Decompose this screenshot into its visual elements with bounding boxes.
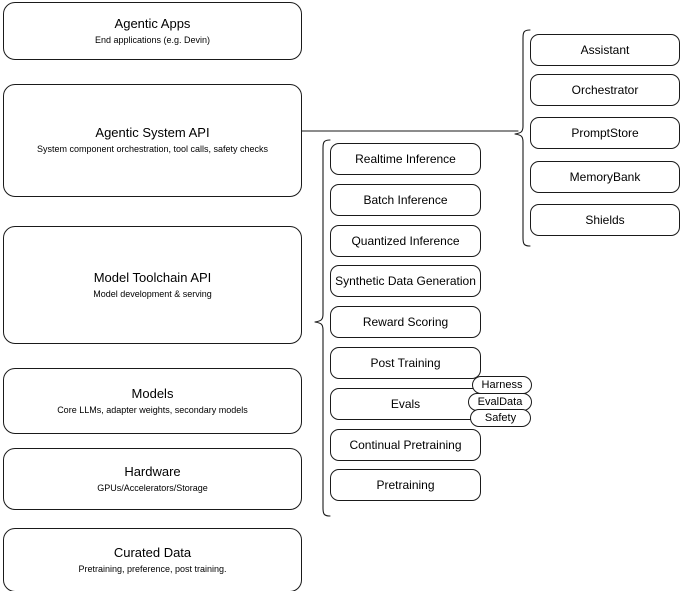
toolchain-component-label: Reward Scoring <box>362 315 449 329</box>
toolchain-component-synthetic-data-generation[interactable]: Synthetic Data Generation <box>330 265 481 297</box>
system-component-orchestrator[interactable]: Orchestrator <box>530 74 680 106</box>
toolchain-component-realtime-inference[interactable]: Realtime Inference <box>330 143 481 175</box>
layer-title: Agentic Apps <box>114 15 191 31</box>
toolchain-component-label: Batch Inference <box>363 193 448 207</box>
layer-box-hardware[interactable]: Hardware GPUs/Accelerators/Storage <box>3 448 302 510</box>
layer-subtitle: Pretraining, preference, post training. <box>78 563 227 574</box>
eval-subcomponent-label: Safety <box>484 411 517 424</box>
toolchain-component-label: Post Training <box>370 356 441 370</box>
toolchain-component-quantized-inference[interactable]: Quantized Inference <box>330 225 481 257</box>
toolchain-component-evals[interactable]: Evals <box>330 388 481 420</box>
system-component-label: PromptStore <box>571 126 639 140</box>
system-component-label: MemoryBank <box>569 170 641 184</box>
layer-title: Model Toolchain API <box>93 269 212 285</box>
layer-box-models[interactable]: Models Core LLMs, adapter weights, secon… <box>3 368 302 434</box>
system-component-label: Assistant <box>580 43 630 57</box>
toolchain-component-pretraining[interactable]: Pretraining <box>330 469 481 501</box>
connector-agentic-system-api-to-components <box>301 125 524 139</box>
toolchain-component-label: Realtime Inference <box>355 152 456 166</box>
layer-title: Agentic System API <box>95 125 210 140</box>
layer-subtitle: Model development & serving <box>93 288 212 299</box>
system-component-label: Shields <box>585 213 625 227</box>
layer-subtitle: GPUs/Accelerators/Storage <box>97 482 208 493</box>
system-component-shields[interactable]: Shields <box>530 204 680 236</box>
system-component-memorybank[interactable]: MemoryBank <box>530 161 680 193</box>
layer-box-model-toolchain-api[interactable]: Model Toolchain API Model development & … <box>3 226 302 344</box>
toolchain-component-post-training[interactable]: Post Training <box>330 347 481 379</box>
system-component-assistant[interactable]: Assistant <box>530 34 680 66</box>
toolchain-component-reward-scoring[interactable]: Reward Scoring <box>330 306 481 338</box>
layer-box-agentic-apps[interactable]: Agentic Apps End applications (e.g. Devi… <box>3 2 302 60</box>
brace-system-components <box>512 28 532 248</box>
layer-subtitle: System component orchestration, tool cal… <box>36 144 269 154</box>
brace-toolchain-components <box>312 138 332 518</box>
eval-subcomponent-harness[interactable]: Harness <box>472 376 532 394</box>
eval-subcomponent-label: Harness <box>481 378 523 391</box>
layer-box-agentic-system-api[interactable]: Agentic System API System component orch… <box>3 84 302 197</box>
toolchain-component-label: Quantized Inference <box>351 234 460 248</box>
toolchain-component-label: Synthetic Data Generation <box>335 274 476 288</box>
system-component-label: Orchestrator <box>571 83 639 97</box>
toolchain-component-batch-inference[interactable]: Batch Inference <box>330 184 481 216</box>
toolchain-component-label: Evals <box>390 397 421 411</box>
eval-subcomponent-safety[interactable]: Safety <box>470 409 531 427</box>
system-component-promptstore[interactable]: PromptStore <box>530 117 680 149</box>
layer-subtitle: End applications (e.g. Devin) <box>94 34 211 45</box>
layer-title: Models <box>131 385 174 401</box>
toolchain-component-label: Pretraining <box>376 478 435 492</box>
layer-subtitle: Core LLMs, adapter weights, secondary mo… <box>57 404 248 415</box>
eval-subcomponent-label: EvalData <box>477 395 523 408</box>
toolchain-component-continual-pretraining[interactable]: Continual Pretraining <box>330 429 481 461</box>
layer-box-curated-data[interactable]: Curated Data Pretraining, preference, po… <box>3 528 302 591</box>
layer-title: Curated Data <box>113 544 192 560</box>
toolchain-component-label: Continual Pretraining <box>349 438 462 452</box>
layer-title: Hardware <box>124 463 181 479</box>
